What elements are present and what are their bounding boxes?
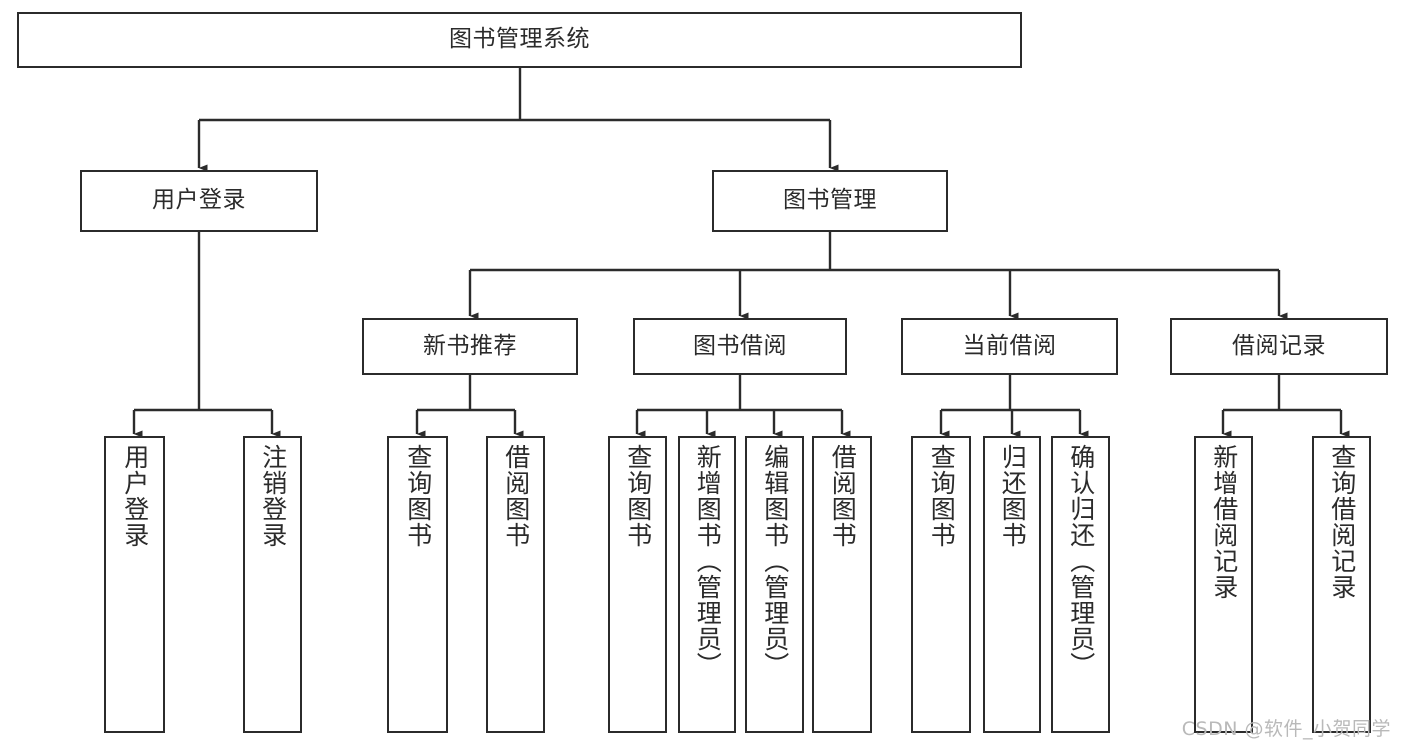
leaf-query-borrow-rec-label: 查询借阅记录 bbox=[1327, 444, 1357, 600]
node-root[interactable]: 图书管理系统 bbox=[17, 12, 1022, 68]
node-root-label: 图书管理系统 bbox=[449, 26, 590, 53]
leaf-add-borrow-rec-label: 新增借阅记录 bbox=[1209, 444, 1239, 600]
leaf-edit-book-admin[interactable]: 编辑图书（管理员） bbox=[745, 436, 804, 733]
node-current-borrow[interactable]: 当前借阅 bbox=[901, 318, 1118, 375]
node-book-borrow-label: 图书借阅 bbox=[693, 332, 787, 359]
leaf-logout-login[interactable]: 注销登录 bbox=[243, 436, 302, 733]
node-user-login[interactable]: 用户登录 bbox=[80, 170, 318, 232]
node-book-borrow[interactable]: 图书借阅 bbox=[633, 318, 847, 375]
leaf-query-book-cur-label: 查询图书 bbox=[927, 444, 957, 548]
leaf-add-book-admin[interactable]: 新增图书（管理员） bbox=[678, 436, 736, 733]
node-new-book-recommend[interactable]: 新书推荐 bbox=[362, 318, 578, 375]
leaf-borrow-book-brw-label: 借阅图书 bbox=[828, 444, 858, 548]
leaf-query-book-cur[interactable]: 查询图书 bbox=[911, 436, 971, 733]
leaf-user-login-label: 用户登录 bbox=[120, 444, 150, 548]
node-borrow-record[interactable]: 借阅记录 bbox=[1170, 318, 1388, 375]
leaf-query-borrow-rec[interactable]: 查询借阅记录 bbox=[1312, 436, 1371, 733]
leaf-return-book[interactable]: 归还图书 bbox=[983, 436, 1041, 733]
leaf-query-book-brw[interactable]: 查询图书 bbox=[608, 436, 667, 733]
leaf-return-book-label: 归还图书 bbox=[998, 444, 1028, 548]
node-book-manage[interactable]: 图书管理 bbox=[712, 170, 948, 232]
leaf-borrow-book-rec[interactable]: 借阅图书 bbox=[486, 436, 545, 733]
leaf-confirm-return[interactable]: 确认归还（管理员） bbox=[1051, 436, 1110, 733]
watermark-text: CSDN @软件_小贺同学 bbox=[1181, 718, 1391, 740]
node-borrow-record-label: 借阅记录 bbox=[1232, 332, 1326, 359]
node-current-borrow-label: 当前借阅 bbox=[962, 332, 1057, 359]
leaf-add-borrow-rec[interactable]: 新增借阅记录 bbox=[1194, 436, 1253, 733]
leaf-query-book-rec[interactable]: 查询图书 bbox=[387, 436, 448, 733]
node-new-book-recommend-label: 新书推荐 bbox=[423, 332, 517, 359]
leaf-edit-book-admin-label: 编辑图书（管理员） bbox=[760, 444, 790, 678]
leaf-borrow-book-rec-label: 借阅图书 bbox=[501, 444, 531, 548]
leaf-add-book-admin-label: 新增图书（管理员） bbox=[693, 444, 723, 678]
leaf-borrow-book-brw[interactable]: 借阅图书 bbox=[812, 436, 872, 733]
node-user-login-label: 用户登录 bbox=[152, 187, 246, 214]
leaf-logout-login-label: 注销登录 bbox=[258, 444, 288, 548]
leaf-user-login[interactable]: 用户登录 bbox=[104, 436, 165, 733]
leaf-query-book-brw-label: 查询图书 bbox=[623, 444, 653, 548]
leaf-confirm-return-label: 确认归还（管理员） bbox=[1066, 444, 1096, 678]
node-book-manage-label: 图书管理 bbox=[783, 187, 877, 214]
leaf-query-book-rec-label: 查询图书 bbox=[403, 444, 433, 548]
